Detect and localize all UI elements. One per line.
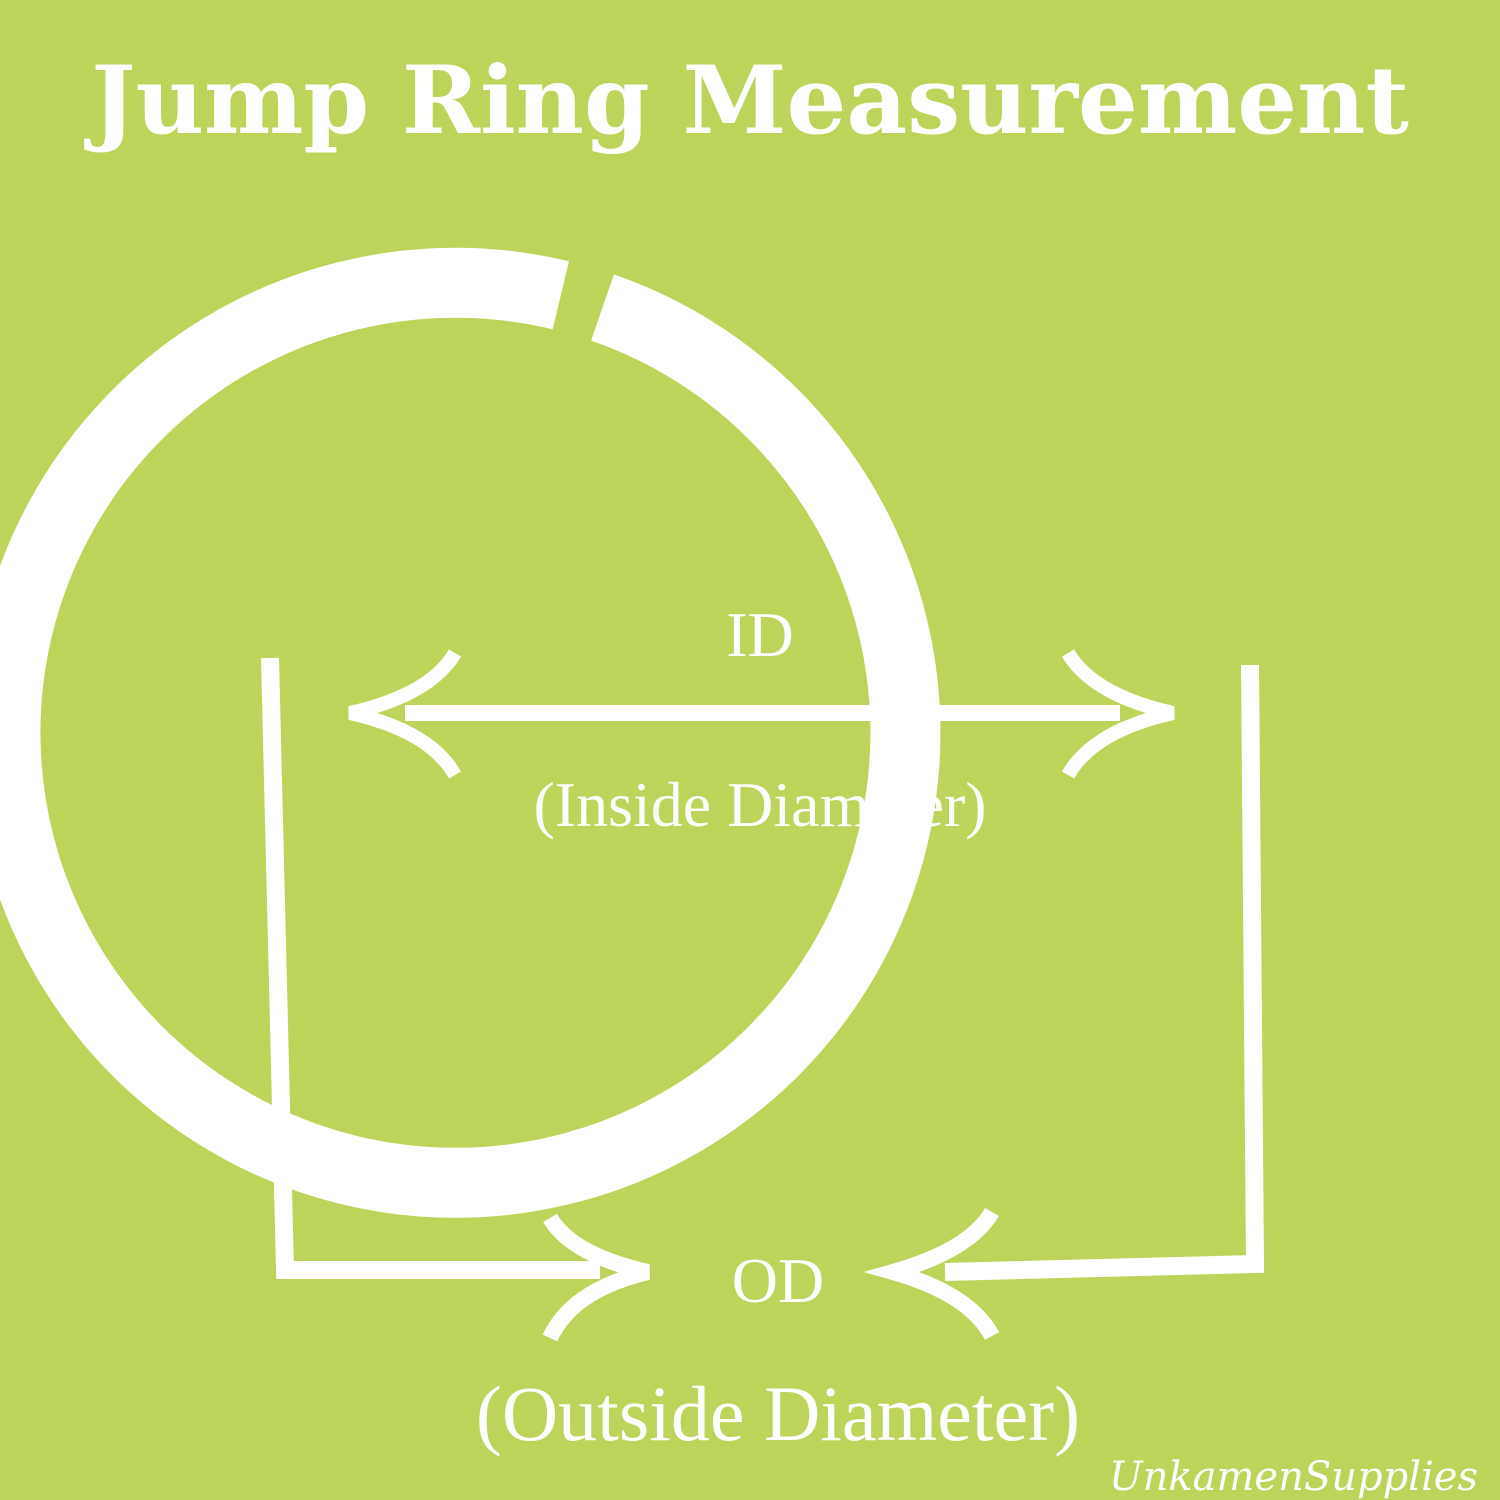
watermark: UnkamenSupplies: [1109, 1454, 1478, 1500]
outside-diameter-label: (Outside Diameter): [476, 1370, 1080, 1457]
jump-ring-icon: [0, 247, 941, 1218]
inside-diameter-abbr: ID: [726, 599, 794, 670]
outside-diameter-abbr: OD: [732, 1245, 824, 1316]
inside-diameter-label: (Inside Diameter): [533, 769, 986, 840]
outside-diameter-bracket: [261, 657, 1265, 1342]
page-title: Jump Ring Measurement: [84, 46, 1409, 156]
inside-diameter-arrow: [348, 649, 1175, 779]
